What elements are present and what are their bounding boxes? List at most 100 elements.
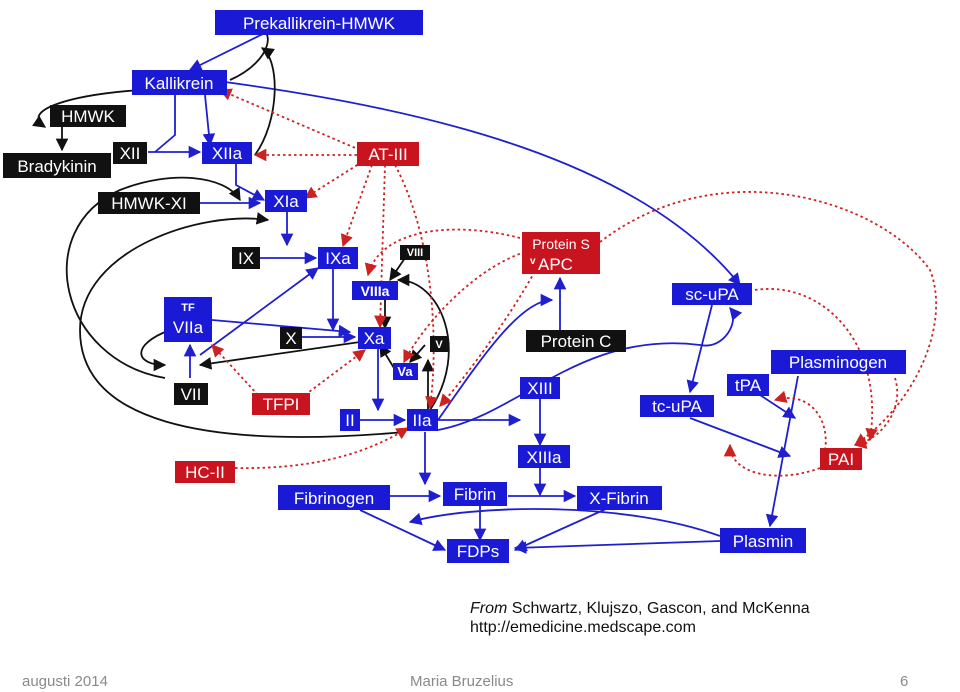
edge-viia-xa	[211, 319, 352, 338]
node-v-label: V	[435, 339, 443, 351]
edge-kallikrein-xiia	[154, 94, 210, 152]
node-hmwk-xi[interactable]: HMWK-XI	[98, 192, 200, 214]
edge-pai-tcupa	[723, 443, 826, 477]
node-hc-ii[interactable]: HC-II	[175, 461, 235, 483]
edge-apc-viiia	[364, 228, 521, 277]
node-x-fibrin[interactable]: X-Fibrin	[577, 486, 662, 510]
node-tfpi[interactable]: TFPI	[252, 393, 310, 415]
edge-xiia-xia	[235, 163, 266, 201]
edge-viia-loop	[140, 329, 171, 372]
node-plasmin[interactable]: Plasmin	[720, 528, 806, 553]
node-bradykinin[interactable]: Bradykinin	[3, 153, 111, 178]
node-hmwk[interactable]: HMWK	[50, 105, 126, 127]
node-xiia-label: XIIa	[212, 144, 243, 163]
edge-pai-tpa	[773, 390, 827, 451]
edge-kallikrein-xii-loop	[229, 21, 269, 81]
node-hmwk-label: HMWK	[61, 107, 115, 126]
node-protein-s-apc[interactable]: Protein S v APC	[522, 232, 600, 274]
caption-from: From	[470, 600, 508, 617]
node-vii[interactable]: VII	[174, 383, 208, 405]
node-viia-label: VIIa	[173, 318, 204, 337]
node-kallikrein[interactable]: Kallikrein	[132, 70, 227, 95]
node-viii[interactable]: VIII	[400, 245, 430, 260]
edge-kallikrein-scupa	[224, 81, 741, 286]
edge-atiii-kallikrein	[218, 88, 361, 151]
node-ii[interactable]: II	[340, 409, 360, 431]
node-plasminogen-label: Plasminogen	[789, 353, 887, 372]
node-hc-ii-label: HC-II	[185, 463, 225, 482]
node-apc-tag: v	[530, 256, 536, 267]
node-prekallikrein-hmwk[interactable]: Prekallikrein-HMWK	[215, 10, 423, 35]
node-bradykinin-label: Bradykinin	[17, 157, 96, 176]
node-plasminogen[interactable]: Plasminogen	[771, 350, 906, 374]
edge-xfibrin-fdps	[513, 507, 609, 552]
node-xa[interactable]: Xa	[358, 327, 391, 349]
node-at-iii-label: AT-III	[368, 145, 407, 164]
node-xiii[interactable]: XIII	[520, 377, 560, 399]
node-xia[interactable]: XIa	[265, 190, 307, 212]
node-protein-s-label: Protein S	[532, 236, 590, 252]
node-x[interactable]: X	[280, 327, 302, 349]
node-xii[interactable]: XII	[113, 142, 147, 164]
node-iia[interactable]: IIa	[407, 409, 438, 431]
edge-hcii-iia	[234, 427, 410, 469]
node-ixa-label: IXa	[325, 249, 351, 268]
node-fibrin[interactable]: Fibrin	[443, 482, 507, 506]
source-caption: From Schwartz, Klujszo, Gascon, and McKe…	[470, 599, 810, 637]
node-x-label: X	[285, 329, 296, 348]
edge-iia-viiia	[396, 273, 450, 411]
node-fibrinogen[interactable]: Fibrinogen	[278, 485, 390, 510]
node-ix-label: IX	[238, 249, 254, 268]
node-fdps[interactable]: FDPs	[447, 539, 509, 563]
node-pai-label: PAI	[828, 450, 854, 469]
node-viiia[interactable]: VIIIa	[352, 281, 398, 300]
node-sc-upa-label: sc-uPA	[685, 285, 739, 304]
node-xiiia[interactable]: XIIIa	[518, 445, 570, 468]
node-xiia[interactable]: XIIa	[202, 142, 252, 164]
node-viiia-label: VIIIa	[361, 283, 390, 299]
node-va[interactable]: Va	[393, 363, 418, 380]
node-tpa-label: tPA	[735, 376, 762, 395]
node-protein-c-label: Protein C	[541, 332, 612, 351]
edge-atiii-ixa	[340, 164, 373, 248]
node-tc-upa[interactable]: tc-uPA	[640, 395, 714, 417]
node-sc-upa[interactable]: sc-uPA	[672, 283, 752, 305]
footer-page-number: 6	[900, 673, 909, 690]
node-pai[interactable]: PAI	[820, 448, 862, 470]
footer-date: augusti 2014	[22, 673, 108, 690]
node-ix[interactable]: IX	[232, 247, 260, 269]
edge-apc-pai	[599, 191, 938, 446]
node-fibrin-label: Fibrin	[454, 485, 497, 504]
node-xia-label: XIa	[273, 192, 299, 211]
edge-tcupa-plasmin	[689, 417, 792, 458]
node-tf-label: TF	[181, 302, 195, 314]
caption-line-1: From Schwartz, Klujszo, Gascon, and McKe…	[470, 599, 810, 618]
node-va-label: Va	[397, 364, 413, 379]
node-at-iii[interactable]: AT-III	[357, 142, 419, 166]
caption-url[interactable]: http://emedicine.medscape.com	[470, 619, 696, 636]
edge-atiii-xia	[303, 161, 363, 199]
node-apc-label: APC	[538, 255, 573, 274]
node-ii-label: II	[345, 411, 354, 430]
edge-iia-xia-loop	[79, 212, 406, 438]
node-tc-upa-label: tc-uPA	[652, 397, 702, 416]
node-viii-label: VIII	[407, 247, 424, 259]
edge-tfpi-viia	[211, 344, 259, 396]
edge-tfpi-xa	[304, 349, 367, 396]
node-protein-c[interactable]: Protein C	[526, 330, 626, 352]
node-xiiia-label: XIIIa	[527, 448, 563, 467]
edge-apc-iia-dotted	[439, 261, 541, 407]
edge-plasmin-fibrin	[408, 508, 721, 537]
edge-xiia-kallikrein-loop	[254, 47, 276, 156]
black-edges	[32, 21, 450, 438]
node-v[interactable]: V	[430, 336, 448, 352]
node-fibrinogen-label: Fibrinogen	[294, 489, 374, 508]
edge-kallikrein-hmwk	[32, 89, 141, 128]
blue-edges	[148, 32, 799, 554]
node-ixa[interactable]: IXa	[318, 247, 358, 269]
edge-viii-viiia	[389, 257, 406, 282]
edge-scupa-pai	[754, 288, 878, 442]
node-tf-viia[interactable]: TF VIIa	[164, 297, 212, 342]
edge-apc-va	[403, 251, 526, 364]
node-tpa[interactable]: tPA	[727, 374, 769, 396]
